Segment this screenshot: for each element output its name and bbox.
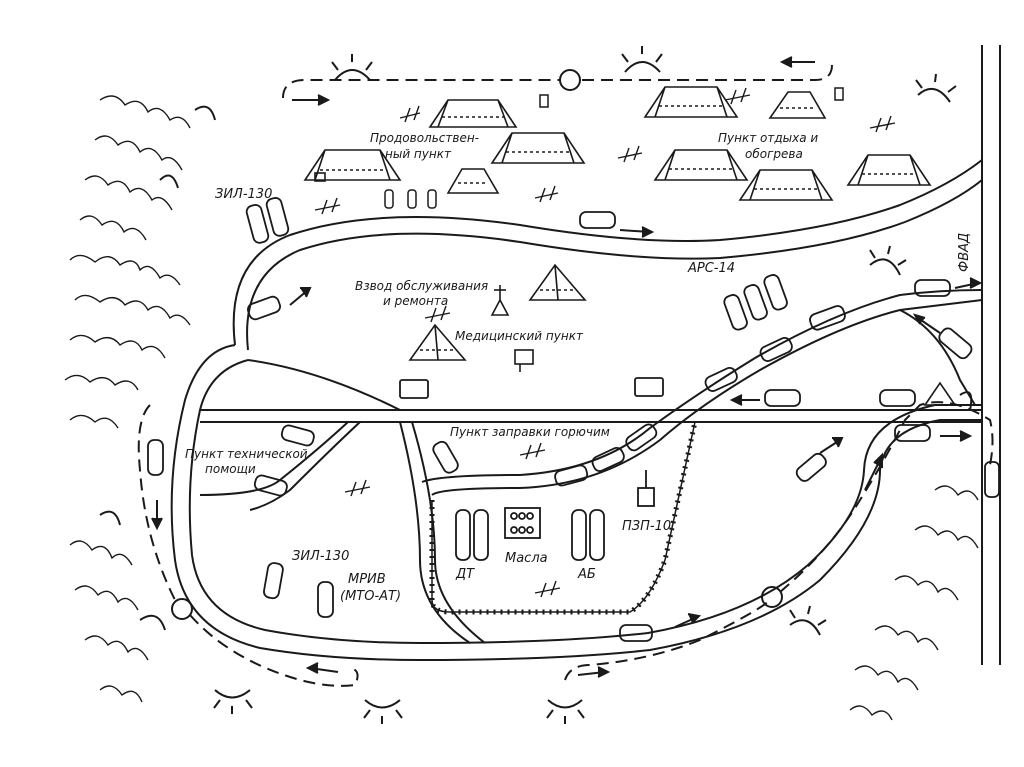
arrow-road-6-head: [687, 613, 702, 624]
arrow-road-3-head: [729, 394, 743, 406]
lower-route: [137, 401, 994, 687]
arrow-road-1-head: [300, 287, 312, 298]
arrow-left-down-head: [151, 517, 163, 531]
label-pzp: ПЗП-10: [622, 519, 671, 534]
label-rest-point-1: Пункт отдыха и: [718, 131, 818, 145]
label-tech-help-1: Пункт технической: [185, 447, 308, 461]
label-mriv-1: МРИВ: [348, 572, 386, 587]
arrow-road-7-head: [832, 437, 844, 448]
label-road: ФВАД: [957, 233, 972, 272]
label-zil130-top: ЗИЛ-130: [215, 187, 272, 202]
label-fuel-point: Пункт заправки горючим: [450, 425, 610, 439]
arrow-right-up-head: [873, 452, 883, 468]
tent: [428, 99, 518, 128]
wire-marks: [314, 87, 896, 598]
tents: [303, 86, 932, 361]
center-road: [200, 409, 982, 423]
arrow-bottom-left-head: [305, 662, 319, 674]
label-dt: ДТ: [455, 567, 475, 582]
tree-line-right: [849, 485, 979, 721]
label-tech-help-2: помощи: [205, 462, 256, 476]
label-medical-point: Медицинский пункт: [455, 329, 584, 343]
labels: Продовольствен- ный пункт Пункт отдыха и…: [185, 131, 972, 604]
upper-road: [232, 159, 983, 351]
vehicles: [147, 197, 1000, 642]
tent: [490, 132, 586, 164]
arrow-road-2-head: [641, 226, 655, 238]
fuel-storage: [455, 470, 655, 561]
tent: [653, 149, 749, 181]
label-mriv-2: (МТО-АТ): [340, 589, 401, 604]
arrow-bottom-mid-head: [597, 666, 611, 678]
tree-line-left: [64, 95, 191, 703]
fuel-enclosure: [429, 421, 698, 615]
checkpoint-top: [559, 69, 581, 91]
label-oils: Масла: [505, 551, 548, 566]
label-rest-point-2: обогрева: [745, 147, 803, 161]
tent: [408, 323, 467, 361]
tent: [643, 86, 739, 118]
markers: [490, 285, 957, 406]
arrow-top-right-head: [779, 56, 793, 68]
tent: [303, 149, 402, 182]
tent: [446, 168, 500, 194]
checkpoint-left: [171, 598, 193, 620]
label-service-platoon-2: и ремонта: [383, 294, 448, 308]
tent: [738, 169, 834, 201]
arrow-road-5-head: [912, 313, 926, 325]
checkpoint-right: [761, 586, 783, 608]
arrow-road-4-head: [959, 430, 973, 442]
label-ars14: АРС-14: [687, 261, 735, 276]
shrubs: [99, 46, 973, 724]
arrow-top-left-head: [317, 94, 331, 106]
food-point-equipment: [384, 87, 844, 209]
tent: [528, 263, 587, 301]
label-food-point-1: Продовольствен-: [370, 131, 479, 145]
label-food-point-2: ный пункт: [385, 147, 452, 161]
label-zil130-bottom: ЗИЛ-130: [292, 549, 349, 564]
top-route: [282, 64, 833, 99]
main-road: [981, 45, 1001, 665]
label-service-platoon-1: Взвод обслуживания: [355, 279, 488, 293]
label-ab: АБ: [577, 567, 596, 582]
tent: [768, 91, 827, 119]
arrow-road-8-head: [969, 277, 983, 289]
left-loop-road: [170, 344, 982, 662]
inner-roads: [199, 289, 983, 644]
tent: [846, 154, 932, 186]
